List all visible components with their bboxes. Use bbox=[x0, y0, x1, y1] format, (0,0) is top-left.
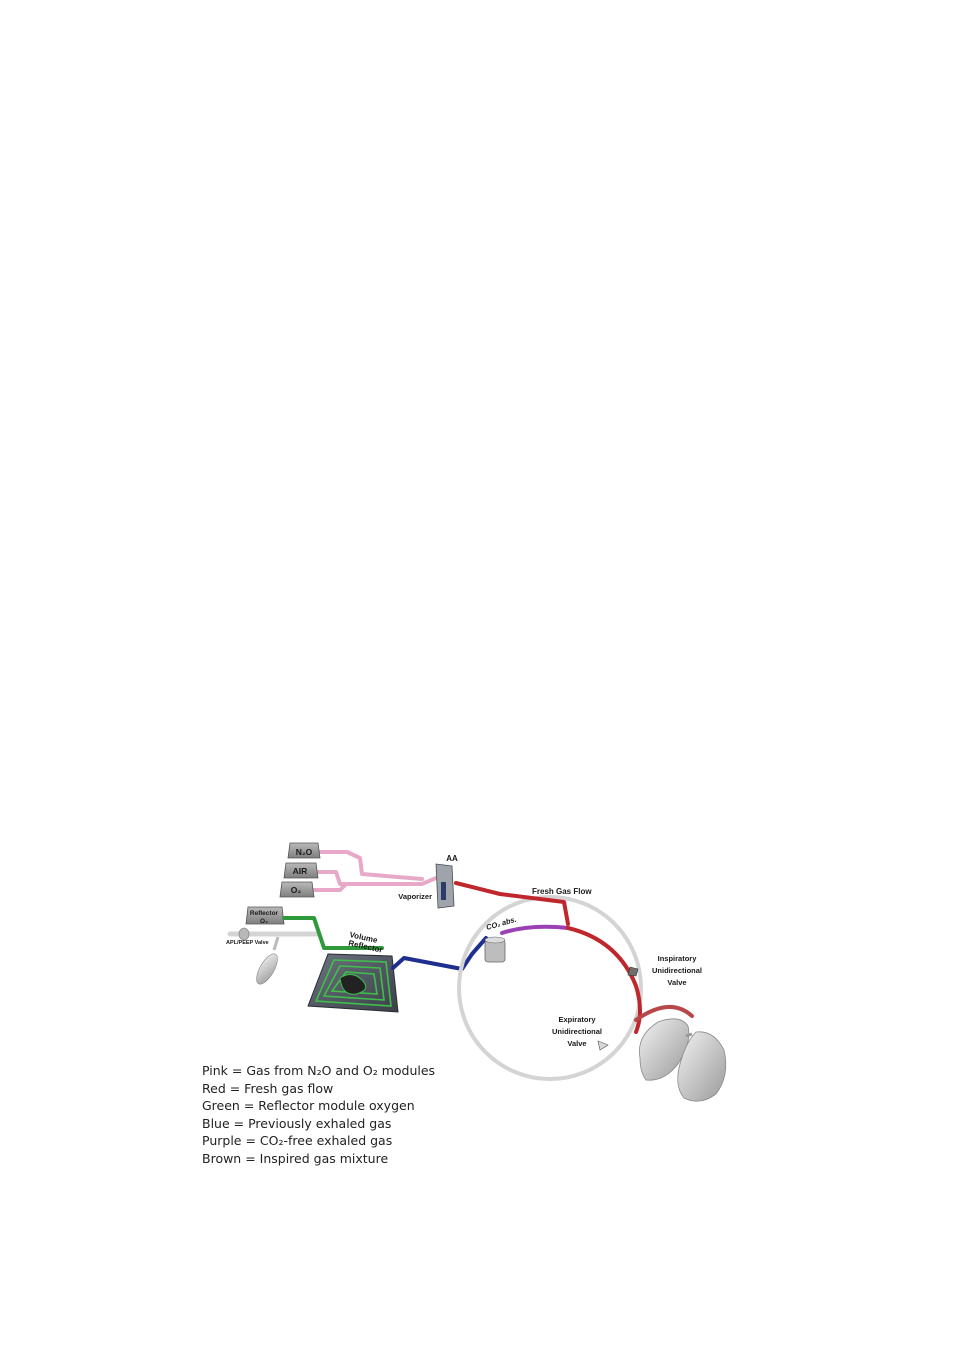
svg-text:Reflector: Reflector bbox=[348, 939, 384, 955]
svg-text:Unidirectional: Unidirectional bbox=[652, 966, 702, 975]
apl-valve-knob bbox=[238, 927, 250, 941]
svg-text:Inspiratory: Inspiratory bbox=[658, 954, 698, 963]
svg-text:AA: AA bbox=[446, 854, 458, 863]
svg-text:Valve: Valve bbox=[567, 1039, 586, 1048]
legend-brown: Brown = Inspired gas mixture bbox=[202, 1150, 389, 1166]
red-fresh-gas-tube bbox=[454, 881, 570, 926]
svg-text:O₂: O₂ bbox=[260, 918, 268, 925]
legend-blue: Blue = Previously exhaled gas bbox=[202, 1115, 392, 1131]
svg-text:Reflector: Reflector bbox=[250, 910, 279, 917]
svg-text:Valve: Valve bbox=[667, 978, 686, 987]
gas-module-air: AIR bbox=[283, 862, 319, 879]
svg-text:Vaporizer: Vaporizer bbox=[398, 892, 432, 901]
green-reflector-tube bbox=[282, 916, 384, 950]
color-legend: Pink = Gas from N₂O and O₂ modules Red =… bbox=[202, 1062, 435, 1168]
inspiratory-valve: Inspiratory Unidirectional Valve bbox=[627, 954, 702, 987]
vaporizer: AA Vaporizer bbox=[398, 854, 458, 909]
brown-inspired-tube bbox=[634, 1004, 694, 1022]
legend-purple: Purple = CO₂-free exhaled gas bbox=[202, 1133, 393, 1149]
gas-module-o2: O₂ bbox=[279, 881, 315, 898]
circuit-svg: N₂O AIR O₂ APL/PEEP Valve Reflector O₂ bbox=[226, 842, 727, 1102]
lungs-icon bbox=[639, 1018, 727, 1102]
gas-module-n2o: N₂O bbox=[287, 842, 321, 859]
pink-gas-tubes bbox=[310, 850, 438, 892]
legend-green: Green = Reflector module oxygen bbox=[202, 1098, 415, 1114]
volume-reflector: Volume Reflector bbox=[307, 930, 399, 1013]
reflector-o2-module: Reflector O₂ bbox=[245, 906, 285, 925]
apl-peep-valve-label: APL/PEEP Valve bbox=[226, 940, 269, 946]
svg-text:O₂: O₂ bbox=[291, 885, 302, 895]
svg-text:Expiratory: Expiratory bbox=[558, 1015, 596, 1024]
purple-co2-free-arc bbox=[500, 924, 570, 935]
breathing-circuit-circle bbox=[457, 895, 643, 1081]
legend-red: Red = Fresh gas flow bbox=[202, 1080, 334, 1096]
svg-text:N₂O: N₂O bbox=[296, 847, 313, 857]
svg-text:AIR: AIR bbox=[293, 866, 308, 876]
legend-pink: Pink = Gas from N₂O and O₂ modules bbox=[202, 1063, 436, 1078]
anesthesia-circuit-diagram: N₂O AIR O₂ APL/PEEP Valve Reflector O₂ bbox=[200, 836, 732, 1166]
expiratory-valve: Expiratory Unidirectional Valve bbox=[552, 1015, 609, 1051]
co2-absorber: CO₂ abs. bbox=[484, 915, 518, 963]
fresh-gas-flow-label: Fresh Gas Flow bbox=[532, 887, 592, 896]
apl-valve-hose bbox=[272, 936, 280, 951]
svg-text:Unidirectional: Unidirectional bbox=[552, 1027, 602, 1036]
reservoir-bag-icon bbox=[256, 953, 278, 985]
